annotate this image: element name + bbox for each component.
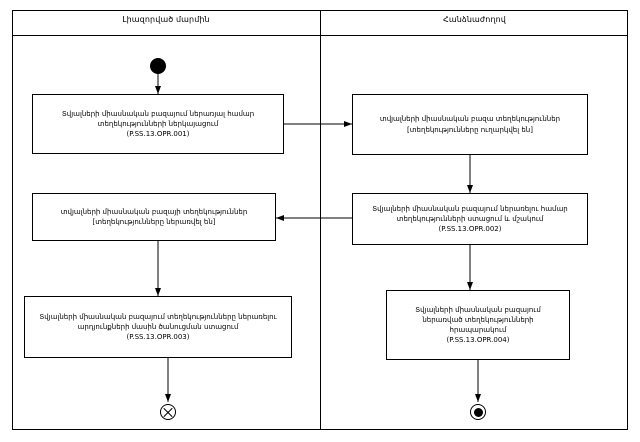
activity-node-003-label: Տվյալների միասնական բազայում տեղեկությու…: [39, 312, 277, 342]
activity-node-004[interactable]: Տվյալների միասնական բազայում ներառված տե…: [386, 290, 570, 360]
activity-node-002-label: Տվյալների միասնական բազայում ներառելու հ…: [372, 204, 568, 234]
activity-node-002[interactable]: Տվյալների միասնական բազայում ներառելու հ…: [352, 193, 588, 245]
flow-final-node: [160, 404, 176, 420]
lane-vertical-divider: [320, 10, 321, 430]
lane-title-left: Լիազորված մարմին: [122, 15, 210, 24]
activity-node-004-label: Տվյալների միասնական բազայում ներառված տե…: [415, 305, 541, 345]
final-node: [470, 404, 486, 420]
activity-node-003[interactable]: Տվյալների միասնական բազայում տեղեկությու…: [24, 296, 292, 358]
activity-node-001[interactable]: Տվյալների միասնական բազայում ներառյալ հա…: [32, 94, 284, 154]
initial-node: [150, 58, 166, 74]
activity-node-received-label: տվյալների միասնական բազա տեղեկություններ…: [379, 115, 561, 134]
activity-node-sent-label: տվյալների միասնական բազայի տեղեկությունն…: [60, 207, 248, 226]
lane-title-right: Հանձնաժողով: [443, 15, 506, 24]
activity-node-001-label: Տվյալների միասնական բազայում ներառյալ հա…: [61, 109, 255, 139]
activity-node-sent[interactable]: տվյալների միասնական բազայի տեղեկությունն…: [32, 193, 276, 241]
activity-node-received[interactable]: տվյալների միասնական բազա տեղեկություններ…: [352, 94, 588, 155]
